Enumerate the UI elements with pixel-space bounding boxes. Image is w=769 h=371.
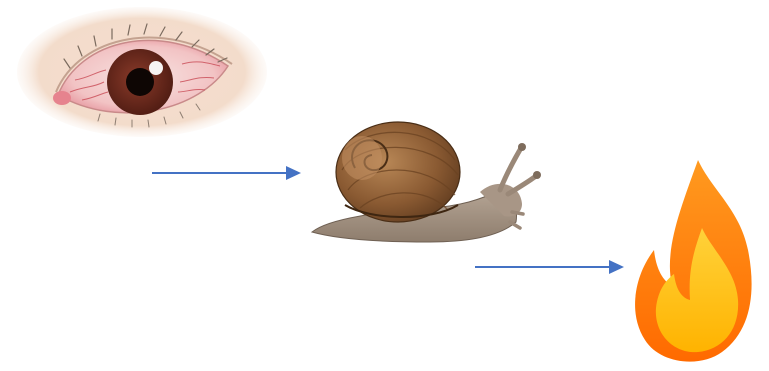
fire-icon bbox=[635, 160, 752, 362]
arrow-eye-to-snail bbox=[152, 166, 301, 180]
snail-icon bbox=[312, 122, 541, 242]
red-eye-icon bbox=[17, 7, 267, 137]
arrow-snail-to-fire bbox=[475, 260, 624, 274]
